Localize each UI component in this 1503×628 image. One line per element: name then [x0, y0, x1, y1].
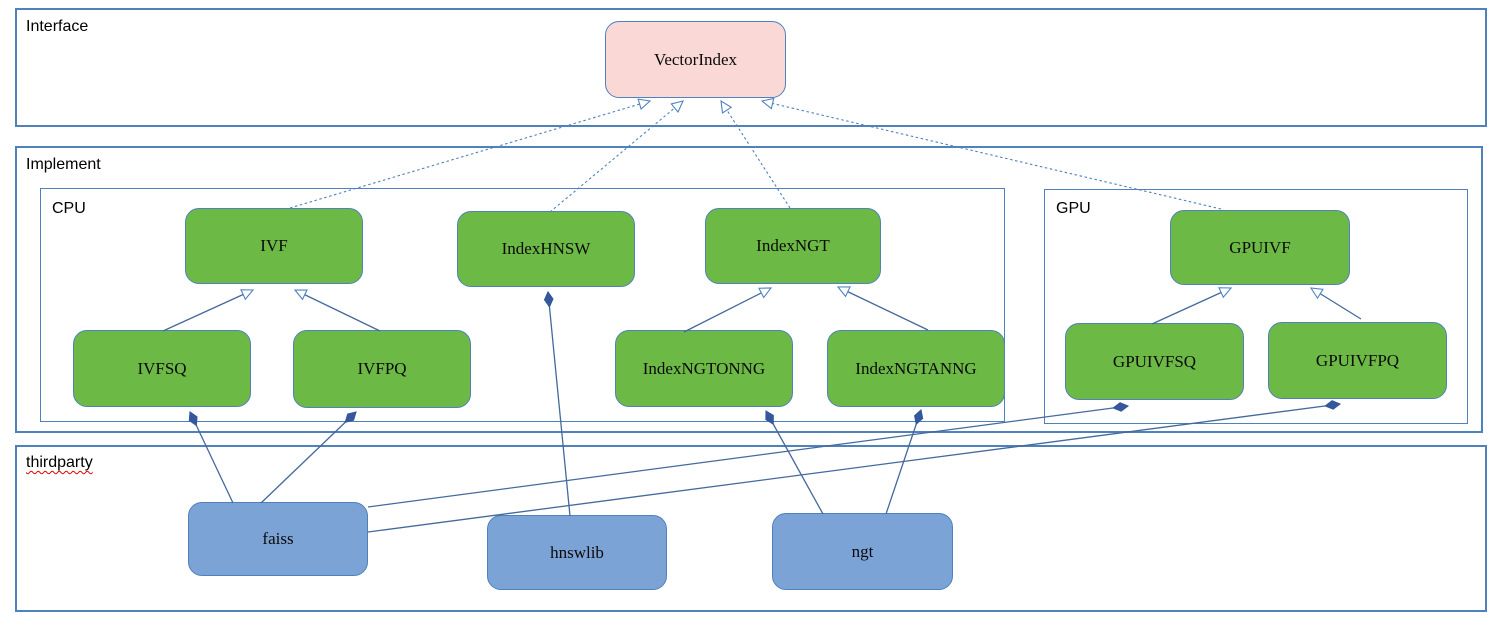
node-ivfsq-label: IVFSQ [137, 358, 187, 378]
node-gpuivf[interactable]: GPUIVF [1170, 210, 1350, 285]
node-gpuivfpq-label: GPUIVFPQ [1315, 350, 1400, 370]
node-indexhnsw[interactable]: IndexHNSW [457, 211, 635, 287]
node-ivf[interactable]: IVF [185, 208, 363, 284]
implement-section-label: Implement [26, 156, 101, 173]
node-indexhnsw-label: IndexHNSW [501, 239, 591, 258]
node-indexngtanng-label: IndexNGTANNG [855, 358, 977, 378]
node-ivfpq[interactable]: IVFPQ [293, 330, 471, 408]
node-ivfsq[interactable]: IVFSQ [73, 330, 251, 407]
interface-section-label: Interface [26, 18, 89, 35]
node-vectorindex-label: VectorIndex [653, 49, 738, 69]
node-indexngt-label: IndexNGT [756, 236, 830, 255]
node-gpuivf-label: GPUIVF [1229, 237, 1291, 257]
node-hnswlib[interactable]: hnswlib [487, 515, 667, 590]
node-ivf-label: IVF [260, 236, 288, 255]
node-indexngtonng-label: IndexNGTONNG [642, 358, 766, 378]
node-indexngtanng[interactable]: IndexNGTANNG [827, 330, 1005, 407]
node-indexngt[interactable]: IndexNGT [705, 208, 881, 284]
node-ngt[interactable]: ngt [772, 513, 953, 590]
node-hnswlib-label: hnswlib [550, 542, 604, 562]
node-gpuivfpq[interactable]: GPUIVFPQ [1268, 322, 1447, 399]
cpu-section-label: CPU [52, 200, 86, 217]
node-gpuivfsq[interactable]: GPUIVFSQ [1065, 323, 1244, 400]
node-faiss-label: faiss [262, 529, 294, 548]
node-vectorindex[interactable]: VectorIndex [605, 21, 786, 98]
thirdparty-section-label: thirdparty [26, 454, 93, 471]
node-gpuivfsq-label: GPUIVFSQ [1112, 351, 1197, 371]
node-ngt-label: ngt [851, 541, 874, 561]
node-ivfpq-label: IVFPQ [357, 359, 407, 378]
node-faiss[interactable]: faiss [188, 502, 368, 576]
node-indexngtonng[interactable]: IndexNGTONNG [615, 330, 793, 407]
gpu-section-label: GPU [1056, 200, 1091, 217]
